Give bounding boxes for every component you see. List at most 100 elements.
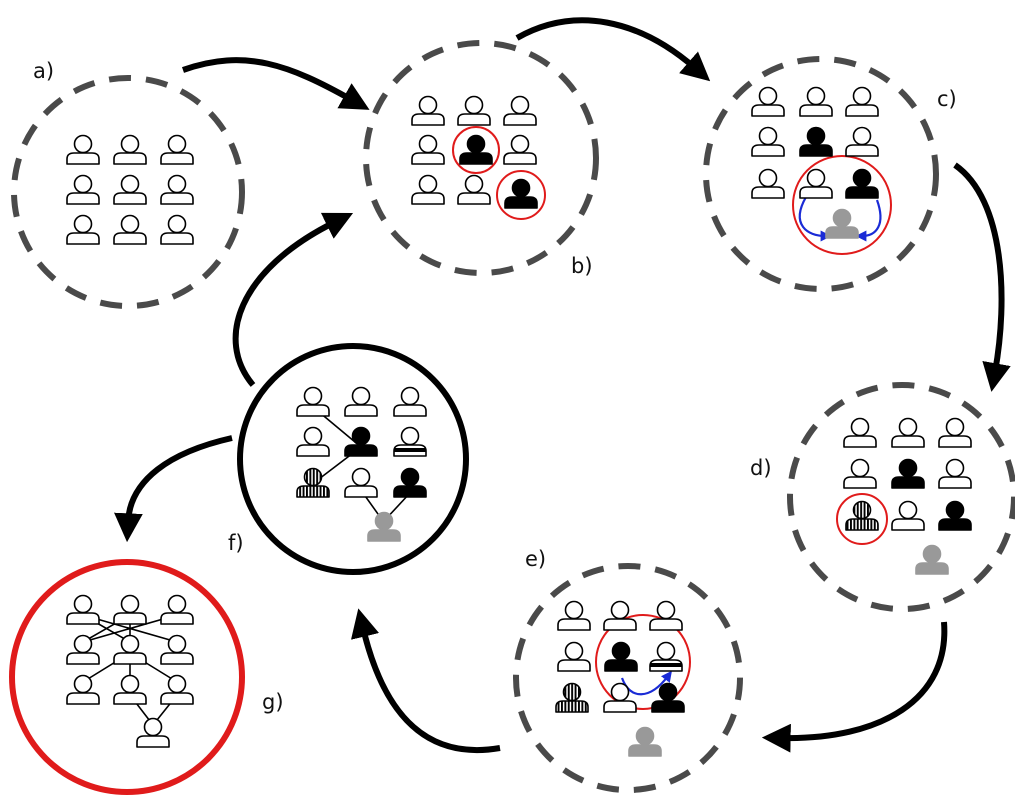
person-head xyxy=(635,726,655,746)
person-body xyxy=(344,404,378,417)
person-head xyxy=(564,641,584,661)
person-body xyxy=(504,196,538,209)
person-icon xyxy=(160,134,194,165)
person-icon xyxy=(751,168,785,199)
person-head xyxy=(167,634,187,654)
person-head xyxy=(73,174,93,194)
person-head xyxy=(418,95,438,115)
person-body xyxy=(845,104,879,117)
stage-d-label: d) xyxy=(750,456,772,480)
person-body xyxy=(799,104,833,117)
person-body xyxy=(367,529,401,542)
person-body xyxy=(649,618,683,631)
person-icon xyxy=(649,600,683,631)
person-head xyxy=(167,134,187,154)
interaction-arrows xyxy=(620,196,882,696)
person-head xyxy=(898,500,918,520)
person-body xyxy=(891,435,925,448)
highlight-ring xyxy=(595,614,691,710)
person-body xyxy=(938,518,972,531)
arrow-icon xyxy=(761,621,948,753)
person-body xyxy=(843,476,877,489)
person-body xyxy=(411,152,445,165)
person-body xyxy=(799,186,833,199)
arrow-icon xyxy=(515,17,711,82)
population xyxy=(66,86,972,757)
person-head xyxy=(832,208,852,228)
person-body xyxy=(393,404,427,417)
stage-e-label: e) xyxy=(525,547,547,571)
person-body xyxy=(457,113,491,126)
stage-a-boundary xyxy=(11,75,245,309)
person-icon xyxy=(843,417,877,448)
person-icon xyxy=(938,417,972,448)
person-body xyxy=(915,562,949,575)
person-icon xyxy=(367,511,401,542)
highlight-ring xyxy=(452,126,500,174)
person-icon xyxy=(457,95,491,126)
person-icon xyxy=(799,168,833,199)
person-icon xyxy=(344,386,378,417)
person-icon xyxy=(344,426,378,457)
person-icon xyxy=(649,641,683,672)
person-icon xyxy=(845,500,879,531)
person-head xyxy=(945,417,965,437)
person-head xyxy=(351,386,371,406)
arrow-icon xyxy=(232,212,354,387)
person-head xyxy=(120,634,140,654)
person-icon xyxy=(136,717,170,748)
person-head xyxy=(464,95,484,115)
highlight-ring xyxy=(792,155,892,255)
person-body xyxy=(160,692,194,705)
person-body xyxy=(66,192,100,205)
person-head xyxy=(852,500,872,520)
person-body xyxy=(113,192,147,205)
stage-f-boundary xyxy=(237,343,469,575)
person-head xyxy=(167,674,187,694)
person-icon xyxy=(411,174,445,205)
arrow-icon xyxy=(351,608,501,754)
person-head xyxy=(945,458,965,478)
person-head xyxy=(610,682,630,702)
person-icon xyxy=(557,600,591,631)
person-body xyxy=(891,476,925,489)
person-body xyxy=(459,152,493,165)
stage-c-boundary xyxy=(703,56,939,292)
person-body xyxy=(66,652,100,665)
highlight-rings xyxy=(452,126,892,710)
person-body xyxy=(344,444,378,457)
person-icon xyxy=(66,674,100,705)
highlight-ring xyxy=(836,493,888,545)
person-icon xyxy=(503,95,537,126)
person-icon xyxy=(604,641,638,672)
person-icon xyxy=(66,174,100,205)
stage-g-boundary xyxy=(9,559,245,795)
person-body xyxy=(66,692,100,705)
person-head xyxy=(73,674,93,694)
person-body xyxy=(160,192,194,205)
stage-f-label: f) xyxy=(228,531,244,555)
person-head xyxy=(922,544,942,564)
person-head xyxy=(73,134,93,154)
stage-b-boundary xyxy=(363,40,599,276)
person-icon xyxy=(66,634,100,665)
person-icon xyxy=(503,134,537,165)
person-head xyxy=(351,426,371,446)
curved-arrow-icon xyxy=(798,196,832,242)
person-head xyxy=(564,600,584,620)
person-body xyxy=(66,152,100,165)
person-body xyxy=(503,113,537,126)
person-body xyxy=(843,435,877,448)
person-icon xyxy=(296,467,330,498)
person-head xyxy=(167,214,187,234)
person-head xyxy=(898,458,918,478)
person-body xyxy=(891,518,925,531)
person-icon xyxy=(845,86,879,117)
person-body xyxy=(825,226,859,239)
person-icon xyxy=(66,214,100,245)
person-icon xyxy=(845,168,879,199)
person-icon xyxy=(457,174,491,205)
person-icon xyxy=(113,674,147,705)
person-head xyxy=(464,174,484,194)
stage-g-label: g) xyxy=(262,690,284,714)
